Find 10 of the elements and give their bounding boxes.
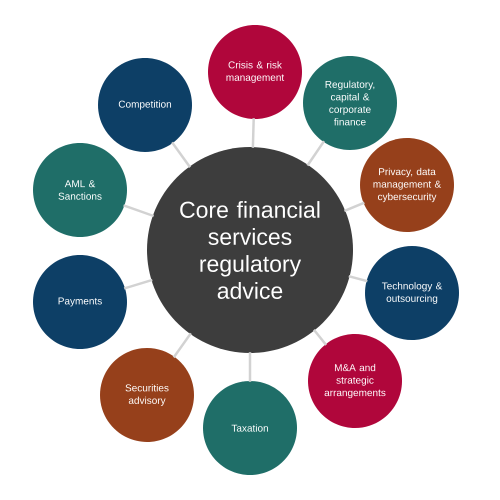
connector-line: [312, 328, 328, 346]
connector-line: [248, 352, 252, 382]
connector-line: [124, 278, 153, 290]
connector-line: [123, 204, 154, 218]
connector-line: [172, 332, 192, 358]
connector-line: [348, 275, 368, 282]
connector-line: [252, 118, 255, 148]
connector-line: [344, 202, 365, 212]
connector-line: [171, 142, 192, 168]
connector-line: [306, 140, 326, 166]
